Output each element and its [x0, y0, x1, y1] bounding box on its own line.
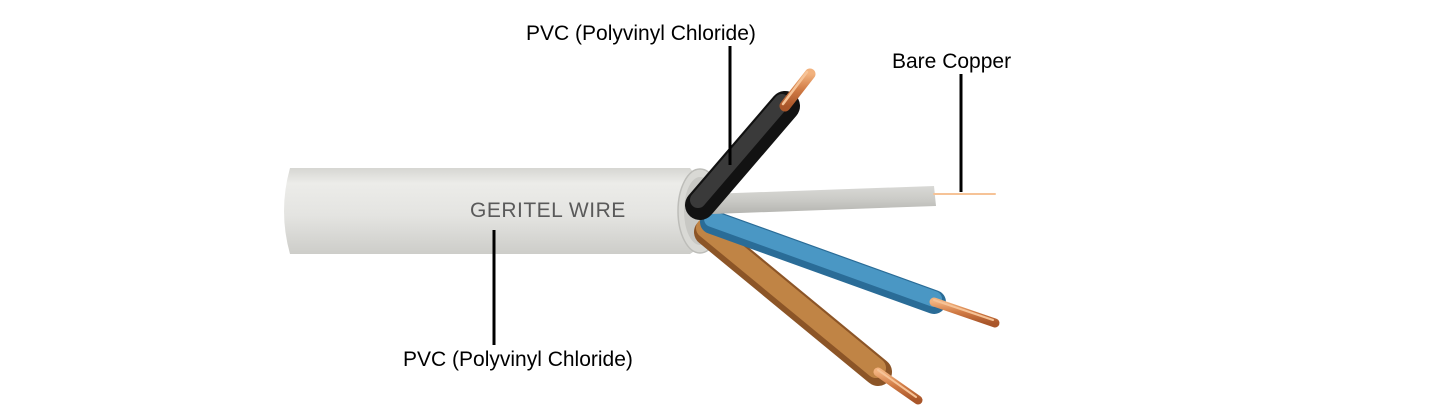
sheath-label: PVC (Polyvinyl Chloride) [403, 348, 633, 371]
blue-core [700, 210, 1000, 328]
cable-print: GERITEL WIRE [470, 199, 626, 222]
black-core [685, 68, 816, 220]
brown-core [694, 218, 923, 405]
grey-core [708, 186, 1002, 214]
bare-copper-label: Bare Copper [892, 50, 1011, 73]
top-insulation-label: PVC (Polyvinyl Chloride) [526, 22, 756, 45]
leader-lines [492, 46, 963, 345]
